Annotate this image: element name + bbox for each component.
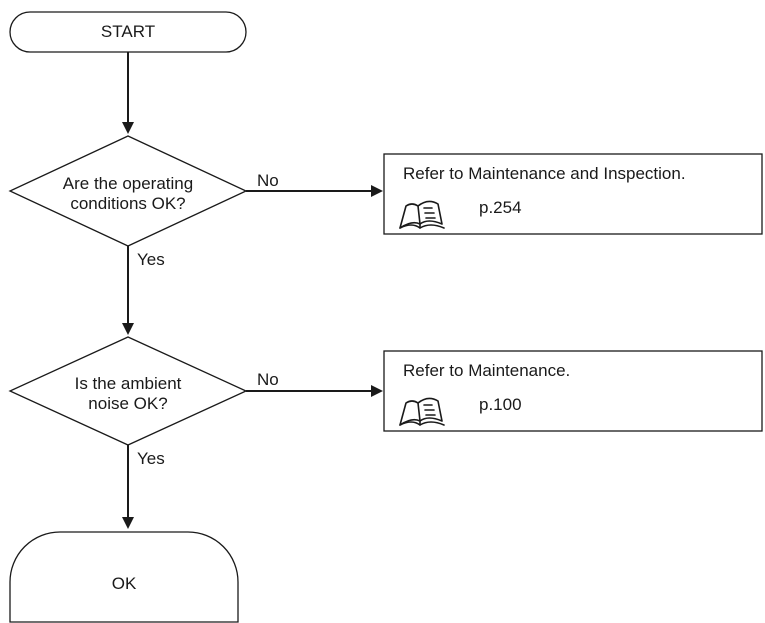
start-label: START (100, 22, 156, 41)
decision2-yes-label: Yes (137, 449, 165, 468)
decision1-yes-label: Yes (137, 250, 165, 269)
end-terminator (9, 531, 239, 623)
decision1-question-line1: Are the operating (62, 174, 194, 193)
reference2-page: p.100 (479, 395, 522, 414)
end-label: OK (111, 574, 137, 593)
decision1-question-line2: conditions OK? (70, 194, 186, 213)
decision2-no-label: No (257, 370, 279, 389)
reference-box-2 (383, 350, 763, 432)
decision2-question-line2: noise OK? (88, 394, 168, 413)
reference1-text: Refer to Maintenance and Inspection. (403, 164, 686, 183)
decision2-question-line1: Is the ambient (74, 374, 182, 393)
manual-book-icon (399, 200, 445, 229)
reference-box-1 (383, 153, 763, 235)
reference2-text: Refer to Maintenance. (403, 361, 571, 380)
manual-book-icon (399, 397, 445, 426)
decision1-no-label: No (257, 171, 279, 190)
reference1-page: p.254 (479, 198, 522, 217)
